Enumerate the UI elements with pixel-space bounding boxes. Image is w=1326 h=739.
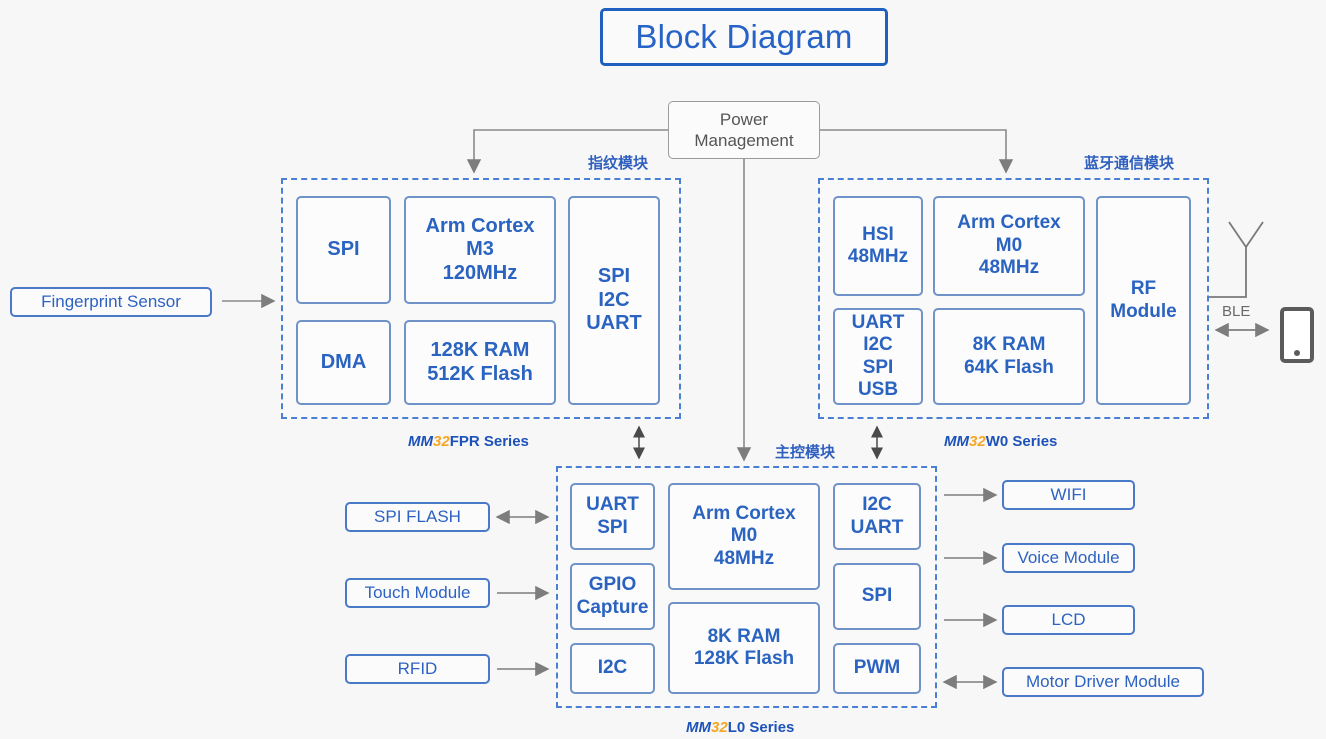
w0-series-rest: W0 Series — [985, 433, 1058, 450]
bluetooth-module-cn-label: 蓝牙通信模块 — [1084, 155, 1175, 172]
fpr-block-core: Arm Cortex M3 120MHz — [404, 196, 556, 304]
l0-series-label: MM32L0 Series — [686, 719, 794, 736]
fpr-block-dma: DMA — [296, 320, 391, 405]
w0-series-mm: MM — [944, 433, 969, 450]
fpr-series-mm: MM — [408, 433, 433, 450]
peripheral-spi-flash: SPI FLASH — [345, 502, 490, 532]
peripheral-rfid: RFID — [345, 654, 490, 684]
power-management-line2: Management — [694, 131, 794, 150]
l0-block-spi: SPI — [833, 563, 921, 630]
w0-series-32: 32 — [969, 433, 986, 450]
l0-block-gpio-capture: GPIO Capture — [570, 563, 655, 630]
fingerprint-sensor-block: Fingerprint Sensor — [10, 287, 212, 317]
fpr-series-32: 32 — [433, 433, 450, 450]
power-management-line1: Power — [719, 110, 769, 129]
fingerprint-module-cn-label: 指纹模块 — [588, 155, 649, 172]
l0-series-mm: MM — [686, 719, 711, 736]
w0-series-label: MM32W0 Series — [944, 433, 1057, 450]
l0-block-i2c-uart: I2C UART — [833, 483, 921, 550]
w0-block-rf: RF Module — [1096, 196, 1191, 405]
peripheral-motor-driver-module: Motor Driver Module — [1002, 667, 1204, 697]
l0-block-i2c: I2C — [570, 643, 655, 694]
fpr-series-rest: FPR Series — [449, 433, 529, 450]
fpr-block-memory: 128K RAM 512K Flash — [404, 320, 556, 405]
fpr-block-spi: SPI — [296, 196, 391, 304]
l0-block-core: Arm Cortex M0 48MHz — [668, 483, 820, 590]
w0-block-interfaces: UART I2C SPI USB — [833, 308, 923, 405]
main-module-cn-label: 主控模块 — [775, 444, 836, 461]
w0-block-hsi: HSI 48MHz — [833, 196, 923, 296]
w0-block-core: Arm Cortex M0 48MHz — [933, 196, 1085, 296]
l0-block-pwm: PWM — [833, 643, 921, 694]
peripheral-wifi: WIFI — [1002, 480, 1135, 510]
w0-block-memory: 8K RAM 64K Flash — [933, 308, 1085, 405]
peripheral-voice-module: Voice Module — [1002, 543, 1135, 573]
fpr-block-interfaces: SPI I2C UART — [568, 196, 660, 405]
page-title: Block Diagram — [600, 8, 888, 66]
smartphone-icon — [1280, 307, 1314, 363]
peripheral-lcd: LCD — [1002, 605, 1135, 635]
ble-label: BLE — [1222, 303, 1251, 320]
power-management-block: Power Management — [668, 101, 820, 159]
l0-block-memory: 8K RAM 128K Flash — [668, 602, 820, 694]
peripheral-touch-module: Touch Module — [345, 578, 490, 608]
fpr-series-label: MM32FPR Series — [408, 433, 529, 450]
l0-block-uart-spi: UART SPI — [570, 483, 655, 550]
l0-series-rest: L0 Series — [727, 719, 795, 736]
l0-series-32: 32 — [711, 719, 728, 736]
